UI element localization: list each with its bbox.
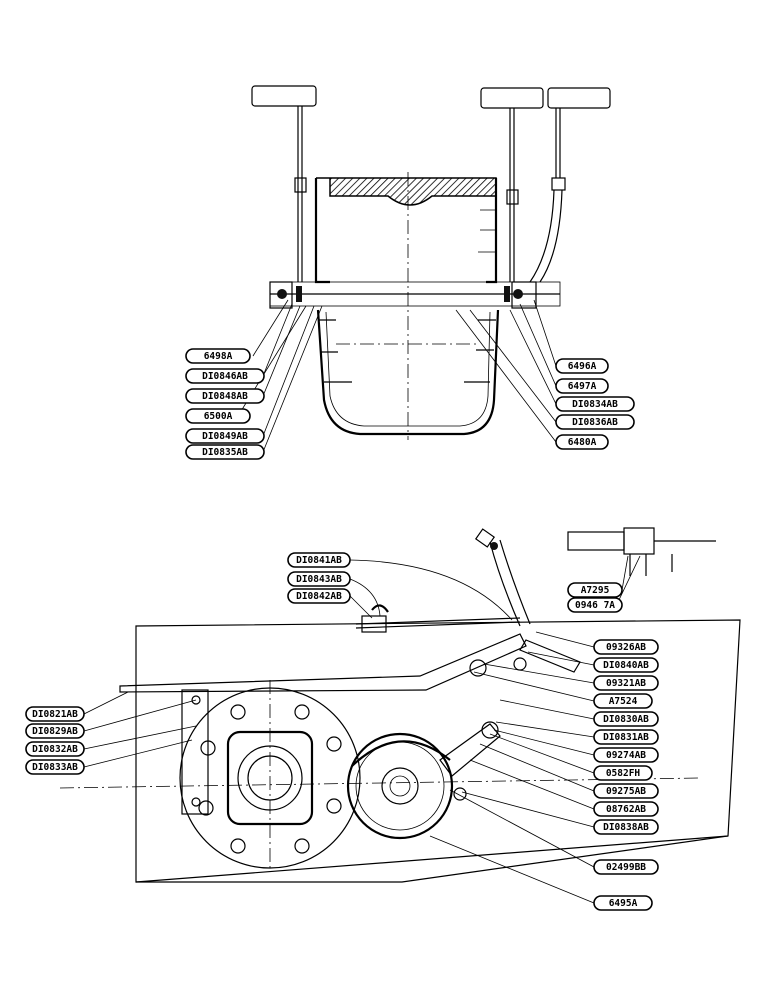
svg-text:A7295: A7295 bbox=[581, 585, 610, 596]
svg-text:6497A: 6497A bbox=[568, 381, 597, 392]
svg-text:DI0830AB: DI0830AB bbox=[603, 714, 649, 725]
label-di0821ab: DI0821AB bbox=[25, 706, 85, 722]
pedal-lever bbox=[474, 528, 581, 673]
svg-text:DI0821AB: DI0821AB bbox=[32, 709, 78, 720]
linkage-rod bbox=[119, 604, 527, 693]
label-08762ab: 08762AB bbox=[593, 801, 659, 817]
label-09467a: 0946 7A bbox=[567, 597, 623, 613]
top-right-leaders bbox=[455, 299, 557, 443]
right-pedal-pad bbox=[547, 87, 611, 109]
svg-text:DI0846AB: DI0846AB bbox=[202, 371, 248, 382]
svg-text:DI0834AB: DI0834AB bbox=[572, 399, 618, 410]
top-assembly-view: 6498A DI0846AB DI0848AB 6500A DI0849AB D… bbox=[185, 85, 635, 460]
svg-text:09275AB: 09275AB bbox=[606, 786, 646, 797]
label-6495a: 6495A bbox=[593, 895, 653, 911]
label-di0830ab: DI0830AB bbox=[593, 711, 659, 727]
svg-text:0582FH: 0582FH bbox=[606, 768, 641, 779]
label-6497a: 6497A bbox=[555, 378, 609, 394]
label-di0838ab: DI0838AB bbox=[593, 819, 659, 835]
label-di0841ab: DI0841AB bbox=[287, 552, 351, 568]
cam-lever bbox=[439, 657, 527, 801]
label-02499bb: 02499BB bbox=[593, 859, 659, 875]
label-di0849ab: DI0849AB bbox=[185, 428, 265, 444]
svg-text:09321AB: 09321AB bbox=[606, 678, 646, 689]
label-di0831ab: DI0831AB bbox=[593, 729, 659, 745]
svg-text:DI0831AB: DI0831AB bbox=[603, 732, 649, 743]
bottom-right-leaders bbox=[429, 631, 595, 904]
pedal-rods bbox=[294, 106, 566, 283]
svg-text:6495A: 6495A bbox=[609, 898, 638, 909]
label-6496a: 6496A bbox=[555, 358, 609, 374]
label-di0832ab: DI0832AB bbox=[25, 741, 85, 757]
svg-text:DI0841AB: DI0841AB bbox=[296, 555, 342, 566]
label-di0836ab: DI0836AB bbox=[555, 414, 635, 430]
top-left-leaders bbox=[237, 299, 323, 453]
bottom-left-leaders bbox=[83, 691, 197, 768]
label-di0829ab: DI0829AB bbox=[25, 723, 85, 739]
label-di0842ab: DI0842AB bbox=[287, 588, 351, 604]
center-pedal-pad bbox=[480, 87, 544, 109]
svg-text:6498A: 6498A bbox=[204, 351, 233, 362]
svg-text:DI0849AB: DI0849AB bbox=[202, 431, 248, 442]
svg-text:DI0842AB: DI0842AB bbox=[296, 591, 342, 602]
svg-text:DI0833AB: DI0833AB bbox=[32, 762, 78, 773]
cross-shaft bbox=[269, 281, 561, 309]
brake-drum bbox=[346, 732, 454, 840]
svg-text:6480A: 6480A bbox=[568, 437, 597, 448]
label-09321ab: 09321AB bbox=[593, 675, 659, 691]
label-di0840ab: DI0840AB bbox=[593, 657, 659, 673]
svg-text:02499BB: 02499BB bbox=[606, 862, 646, 873]
svg-text:DI0840AB: DI0840AB bbox=[603, 660, 649, 671]
svg-text:DI0838AB: DI0838AB bbox=[603, 822, 649, 833]
left-pedal-pad bbox=[251, 85, 317, 107]
svg-text:0946 7A: 0946 7A bbox=[575, 600, 615, 611]
inset-detail bbox=[567, 527, 716, 603]
svg-text:09326AB: 09326AB bbox=[606, 642, 646, 653]
left-bracket bbox=[181, 689, 209, 815]
label-6498a: 6498A bbox=[185, 348, 251, 364]
label-di0848ab: DI0848AB bbox=[185, 388, 265, 404]
svg-text:DI0835AB: DI0835AB bbox=[202, 447, 248, 458]
svg-text:DI0836AB: DI0836AB bbox=[572, 417, 618, 428]
label-09326ab: 09326AB bbox=[593, 639, 659, 655]
label-a7524: A7524 bbox=[593, 693, 653, 709]
svg-text:DI0848AB: DI0848AB bbox=[202, 391, 248, 402]
side-housing-outline bbox=[135, 619, 741, 883]
label-6480a: 6480A bbox=[555, 434, 609, 450]
label-a7295: A7295 bbox=[567, 582, 623, 598]
label-09274ab: 09274AB bbox=[593, 747, 659, 763]
label-di0835ab: DI0835AB bbox=[185, 444, 265, 460]
svg-text:DI0843AB: DI0843AB bbox=[296, 574, 342, 585]
side-assembly-view: DI0841AB DI0843AB DI0842AB A7295 0946 7A… bbox=[25, 527, 741, 911]
svg-text:A7524: A7524 bbox=[609, 696, 638, 707]
bottom-top-leaders bbox=[349, 559, 513, 621]
flange-plate bbox=[179, 687, 361, 869]
svg-text:DI0829AB: DI0829AB bbox=[32, 726, 78, 737]
label-di0834ab: DI0834AB bbox=[555, 396, 635, 412]
label-09275ab: 09275AB bbox=[593, 783, 659, 799]
label-di0843ab: DI0843AB bbox=[287, 571, 351, 587]
svg-text:08762AB: 08762AB bbox=[606, 804, 646, 815]
transmission-housing bbox=[314, 177, 500, 436]
label-di0833ab: DI0833AB bbox=[25, 759, 85, 775]
label-di0846ab: DI0846AB bbox=[185, 368, 265, 384]
svg-text:DI0832AB: DI0832AB bbox=[32, 744, 78, 755]
svg-text:6496A: 6496A bbox=[568, 361, 597, 372]
label-6500a: 6500A bbox=[185, 408, 251, 424]
svg-text:09274AB: 09274AB bbox=[606, 750, 646, 761]
svg-text:6500A: 6500A bbox=[204, 411, 233, 422]
label-0582fh: 0582FH bbox=[593, 765, 653, 781]
